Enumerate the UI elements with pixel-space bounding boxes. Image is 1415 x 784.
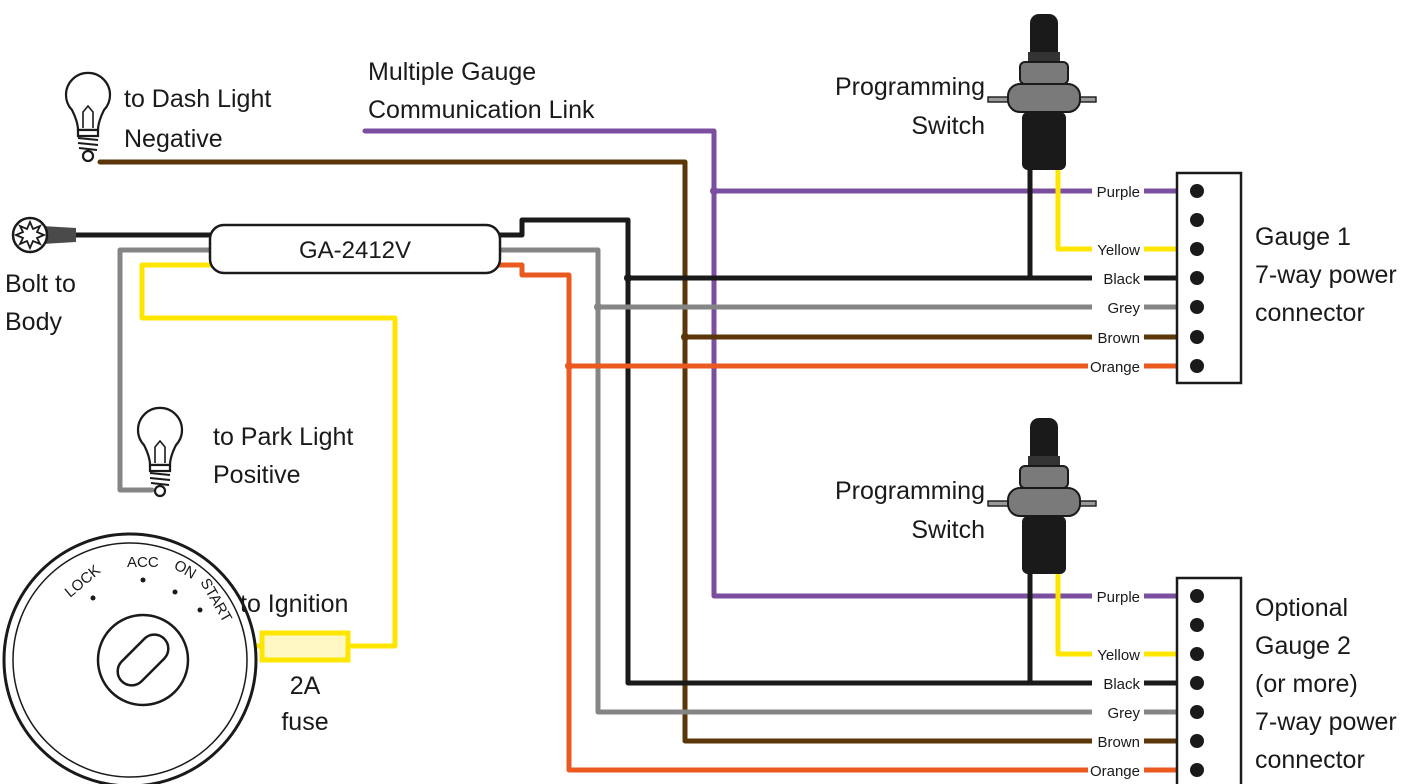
wire-label-yellow-2: Yellow — [1097, 647, 1140, 664]
wire-label-orange-2: Orange — [1090, 763, 1140, 780]
gauge1-connector — [1175, 171, 1243, 385]
bolt-icon — [11, 216, 76, 254]
gauge2-label-line1: Optional — [1255, 594, 1348, 622]
gauge2-label-line2: Gauge 2 — [1255, 632, 1351, 660]
gauge2-label-line3: (or more) — [1255, 670, 1358, 698]
programming-switch-2-icon — [987, 418, 1097, 574]
comm-link-label-line2: Communication Link — [368, 96, 595, 124]
orange-wire — [495, 262, 1188, 773]
ga-2412v-module: GA-2412V — [208, 223, 502, 275]
dash-light-bulb-icon — [64, 71, 112, 163]
fuse-label-line1: 2A — [290, 672, 321, 700]
park-light-label-line2: Positive — [213, 461, 301, 489]
gauge2-label-line4: 7-way power — [1255, 708, 1397, 736]
gauge2-wire-labels: Purple Yellow Black Grey Brown Orange — [1088, 587, 1144, 780]
switch2-label-line1: Programming — [835, 477, 985, 505]
wire-label-black-1: Black — [1103, 271, 1140, 288]
switch1-label-line2: Switch — [911, 112, 985, 140]
programming-switch-1-icon — [987, 14, 1097, 170]
module-label: GA-2412V — [299, 237, 411, 264]
dash-light-label-line1: to Dash Light — [124, 85, 271, 113]
switch2-yellow-leg — [1055, 569, 1188, 657]
wire-label-orange-1: Orange — [1090, 359, 1140, 376]
switch2-label-line2: Switch — [911, 516, 985, 544]
gauge2-label-line5: connector — [1255, 746, 1365, 774]
ignition-switch-icon: LOCK ACC ON START — [2, 532, 258, 784]
gauge1-label-line2: 7-way power — [1255, 261, 1397, 289]
bolt-label-line1: Bolt to — [5, 270, 76, 298]
wire-label-grey-2: Grey — [1107, 705, 1140, 722]
wire-label-purple-1: Purple — [1097, 184, 1140, 201]
wire-label-purple-2: Purple — [1097, 589, 1140, 606]
wire-label-grey-1: Grey — [1107, 300, 1140, 317]
gauge1-wire-labels: Purple Yellow Black Grey Brown Orange — [1088, 182, 1144, 376]
switch1-label-line1: Programming — [835, 73, 985, 101]
wire-label-yellow-1: Yellow — [1097, 242, 1140, 259]
gauge1-label-line3: connector — [1255, 299, 1365, 327]
park-light-bulb-icon — [136, 406, 184, 498]
wire-label-black-2: Black — [1103, 676, 1140, 693]
key-pos-acc: ACC — [127, 554, 159, 571]
gauge1-label-line1: Gauge 1 — [1255, 223, 1351, 251]
junction-dots — [565, 187, 718, 370]
wire-label-brown-1: Brown — [1097, 330, 1140, 347]
comm-link-label-line1: Multiple Gauge — [368, 58, 536, 86]
ignition-label: to Ignition — [240, 590, 348, 618]
gauge2-connector — [1175, 576, 1243, 784]
switch1-yellow-leg — [1055, 165, 1188, 252]
wire-label-brown-2: Brown — [1097, 734, 1140, 751]
dash-light-label-line2: Negative — [124, 125, 223, 153]
fuse-icon — [259, 630, 351, 663]
fuse-label-line2: fuse — [281, 708, 328, 736]
grey-wire — [117, 247, 1188, 715]
park-light-label-line1: to Park Light — [213, 423, 353, 451]
bolt-label-line2: Body — [5, 308, 62, 336]
